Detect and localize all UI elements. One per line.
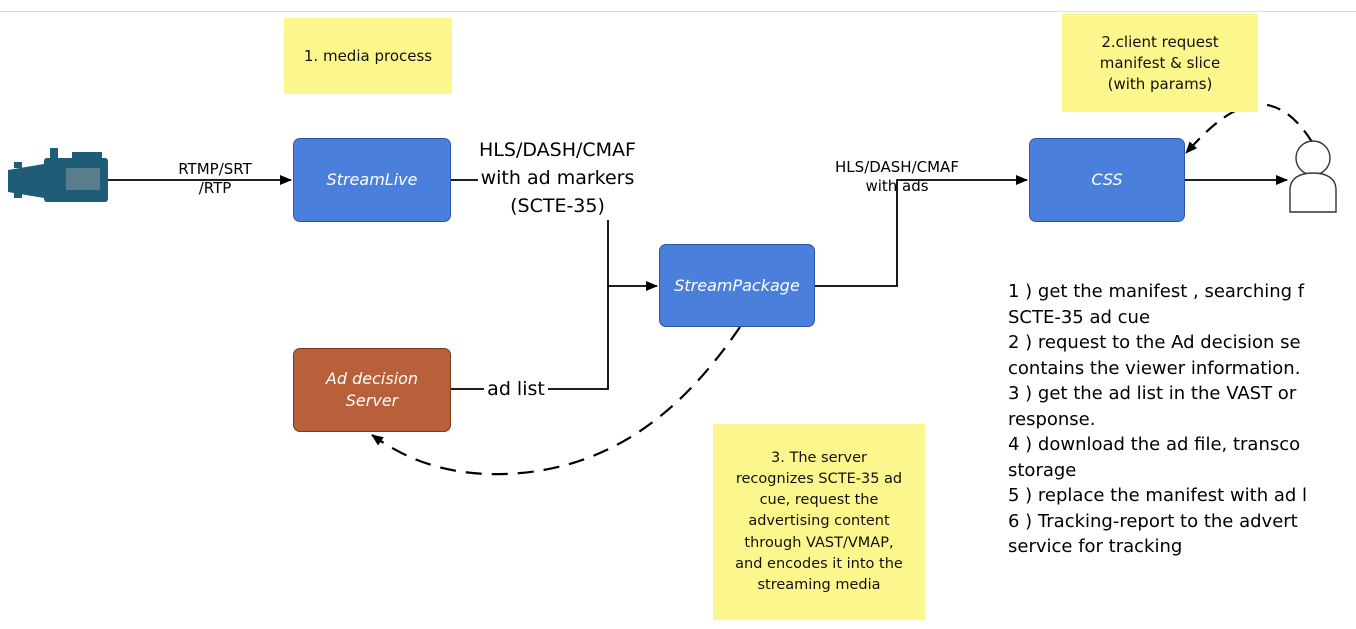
- note-server-line-6: and encodes it into the: [735, 555, 903, 572]
- note-server-recognizes: 3. The server recognizes SCTE-35 ad cue,…: [713, 424, 925, 620]
- step-line-8: storage: [1008, 459, 1077, 481]
- note-client-request-line-1: 2.client request: [1101, 32, 1219, 51]
- step-line-4: contains the viewer information.: [1008, 357, 1301, 379]
- ad-decision-server-box: Ad decision Server: [293, 348, 451, 432]
- stream-live-label: StreamLive: [326, 170, 418, 190]
- step-line-6: response.: [1008, 408, 1096, 430]
- label-hls-ads-line-2: with ads: [865, 177, 929, 195]
- css-box: CSS: [1029, 138, 1185, 222]
- note-server-line-3: cue, request the: [759, 492, 879, 509]
- label-rtmp-line-2: /RTP: [198, 179, 232, 197]
- note-client-request-line-3: (with params): [1107, 74, 1213, 93]
- step-line-1: 1 ) get the manifest , searching f: [1008, 281, 1305, 302]
- step-line-3: 2 ) request to the Ad decision se: [1008, 332, 1301, 353]
- step-line-11: service for tracking: [1008, 536, 1183, 557]
- note-media-process-text: 1. media process: [303, 46, 433, 65]
- label-ad-list-text: ad list: [487, 378, 545, 400]
- stream-live-box: StreamLive: [293, 138, 451, 222]
- label-hls-ads: HLS/DASH/CMAF with ads: [812, 158, 982, 196]
- stream-package-box: StreamPackage: [659, 244, 815, 327]
- step-line-5: 3 ) get the ad list in the VAST or: [1008, 383, 1297, 404]
- label-rtmp: RTMP/SRT /RTP: [160, 160, 270, 198]
- note-media-process: 1. media process: [284, 18, 452, 94]
- label-hls-markers-line-3: (SCTE-35): [510, 195, 605, 217]
- step-line-10: 6 ) Tracking-report to the advert: [1008, 510, 1298, 532]
- label-hls-markers: HLS/DASH/CMAF with ad markers (SCTE-35): [455, 136, 660, 220]
- label-ad-list: ad list: [484, 377, 548, 401]
- label-rtmp-line-1: RTMP/SRT: [178, 160, 252, 178]
- line-ad-list-join: [548, 286, 609, 390]
- note-server-line-1: 3. The server: [771, 450, 867, 467]
- label-hls-markers-line-1: HLS/DASH/CMAF: [479, 139, 636, 161]
- note-client-request: 2.client request manifest & slice (with …: [1062, 14, 1258, 112]
- ad-decision-server-line-2: Server: [345, 391, 399, 410]
- arrow-streampackage-to-css: [815, 175, 1028, 287]
- user-icon: [1289, 140, 1337, 213]
- video-camera-icon: [8, 148, 108, 202]
- css-label: CSS: [1091, 170, 1123, 190]
- stream-package-label: StreamPackage: [674, 275, 800, 295]
- note-server-line-7: streaming media: [757, 576, 881, 593]
- step-line-2: SCTE-35 ad cue: [1008, 306, 1151, 328]
- page-top-edge: [0, 11, 1356, 12]
- step-line-7: 4 ) download the ad file, transco: [1008, 434, 1301, 455]
- ad-decision-server-line-1: Ad decision: [325, 369, 419, 389]
- dashed-arrow-package-to-adserver: [371, 326, 741, 476]
- note-server-line-4: advertising content: [748, 513, 890, 530]
- step-line-9: 5 ) replace the manifest with ad l: [1008, 485, 1308, 506]
- steps-list: 1 ) get the manifest , searching f SCTE-…: [1008, 279, 1356, 624]
- arrow-markers-to-streampackage: [607, 220, 658, 291]
- label-hls-markers-line-2: with ad markers: [480, 164, 635, 192]
- note-server-line-2: recognizes SCTE-35 ad: [735, 471, 903, 488]
- note-server-line-5: through VAST/VMAP,: [744, 534, 894, 551]
- note-client-request-line-2: manifest & slice: [1099, 53, 1221, 72]
- label-hls-ads-line-1: HLS/DASH/CMAF: [835, 158, 959, 176]
